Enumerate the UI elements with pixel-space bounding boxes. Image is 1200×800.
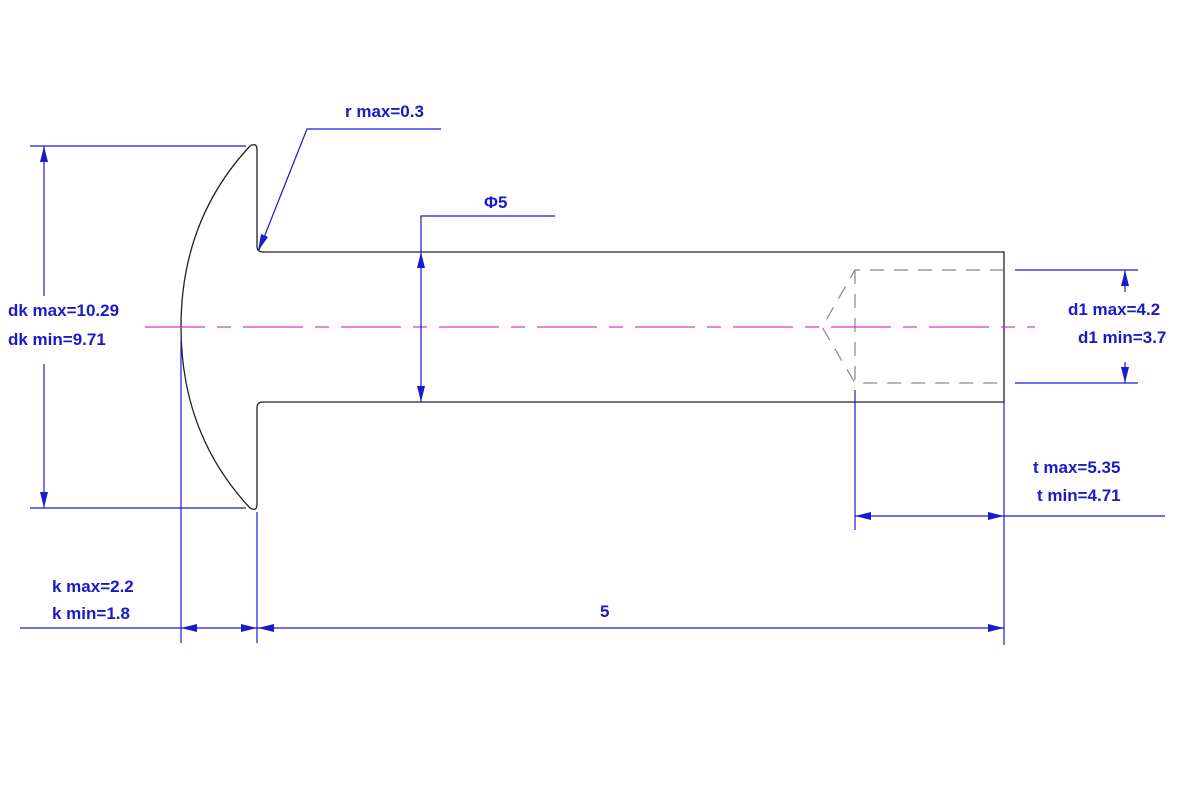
t-max-label: t max=5.35 <box>1033 458 1120 477</box>
d1-dimension: d1 max=4.2 d1 min=3.7 <box>1015 269 1166 384</box>
length-dimension: 5 <box>258 602 1004 632</box>
d1-min-label: d1 min=3.7 <box>1078 328 1166 347</box>
k-dimension: k max=2.2 k min=1.8 <box>20 340 1004 643</box>
diameter-label: Φ5 <box>484 193 507 212</box>
dk-dimension: dk max=10.29 dk min=9.71 <box>8 145 246 509</box>
k-max-label: k max=2.2 <box>52 577 134 596</box>
t-dimension: t max=5.35 t min=4.71 <box>854 390 1165 645</box>
diameter-dimension: Φ5 <box>417 193 555 402</box>
length-label: 5 <box>600 602 609 621</box>
t-min-label: t min=4.71 <box>1037 486 1121 505</box>
r-leader: r max=0.3 <box>258 102 441 251</box>
r-max-label: r max=0.3 <box>345 102 424 121</box>
k-min-label: k min=1.8 <box>52 604 130 623</box>
dk-min-label: dk min=9.71 <box>8 330 106 349</box>
dk-max-label: dk max=10.29 <box>8 301 119 320</box>
d1-max-label: d1 max=4.2 <box>1068 300 1160 319</box>
